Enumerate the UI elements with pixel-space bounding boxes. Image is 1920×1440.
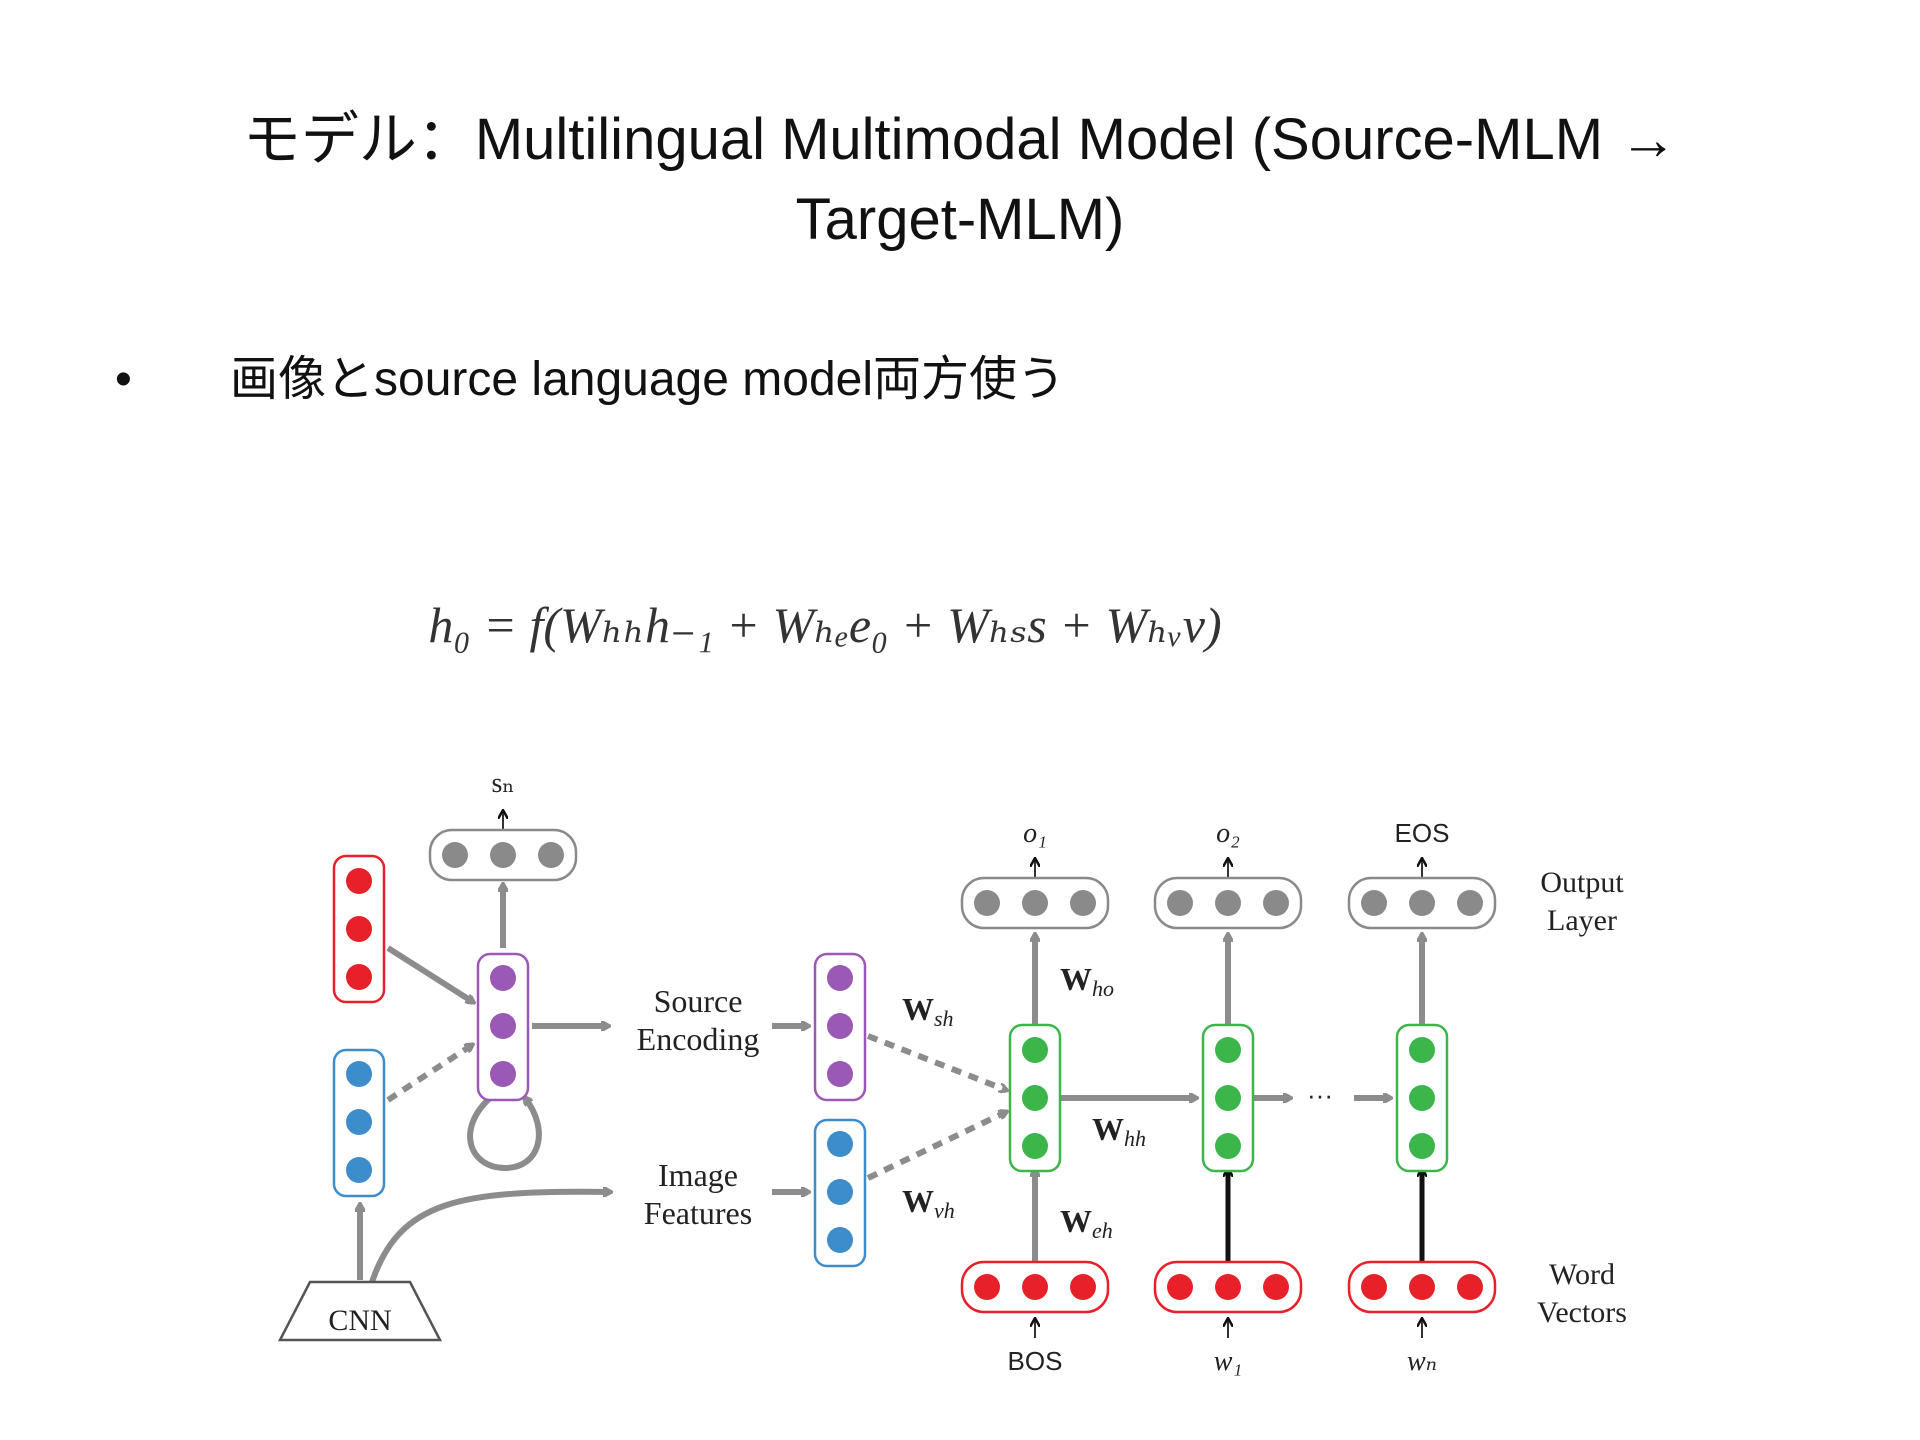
black-arrows — [1228, 1170, 1422, 1262]
label-who: Who — [1060, 961, 1114, 1001]
bullet-symbol: • — [115, 353, 132, 406]
target-hidden-3 — [1395, 1023, 1449, 1173]
source-encoding-column — [813, 952, 867, 1102]
label-eos: EOS — [1395, 818, 1450, 848]
label-who-sub: ho — [1092, 976, 1114, 1001]
cnn-block — [277, 1280, 443, 1342]
label-source-encoding-1: Source — [654, 983, 743, 1019]
label-wvh-main: W — [902, 1183, 934, 1219]
label-bos: BOS — [1008, 1346, 1063, 1376]
arrow-blue-to-purple — [386, 1045, 472, 1103]
label-w1: w₁ — [1214, 1346, 1242, 1377]
label-weh: Weh — [1060, 1203, 1113, 1243]
label-wsh: Wsh — [902, 991, 954, 1031]
label-wvh-sub: vh — [934, 1198, 955, 1223]
equation: h₀ = f(Wₕₕh₋₁ + Wₕₑe₀ + Wₕₛs + Wₕᵥv) — [428, 597, 1221, 653]
arrow-wsh — [866, 1033, 1006, 1090]
label-o2: o₂ — [1216, 818, 1240, 849]
word-vector-1 — [960, 1260, 1110, 1314]
label-who-main: W — [1060, 961, 1092, 997]
label-output-layer-1: Output — [1540, 866, 1624, 899]
label-weh-main: W — [1060, 1203, 1092, 1239]
label-ellipsis: ··· — [1307, 1080, 1333, 1110]
word-vector-2 — [1153, 1260, 1303, 1314]
label-word-vectors-2: Vectors — [1537, 1296, 1627, 1329]
label-whh: Whh — [1092, 1111, 1146, 1151]
source-output-layer — [428, 828, 578, 882]
arrow-cnn-to-image-features — [369, 1192, 610, 1283]
label-word-vectors-1: Word — [1549, 1258, 1615, 1291]
output-layer-3 — [1347, 876, 1497, 930]
label-weh-sub: eh — [1092, 1218, 1113, 1243]
word-vector-3 — [1347, 1260, 1497, 1314]
slide-title: モデル：Multilingual Multimodal Model (Sourc… — [0, 100, 1920, 260]
small-arrows — [503, 812, 1422, 1338]
label-image-features-2: Features — [644, 1195, 752, 1231]
label-whh-main: W — [1092, 1111, 1124, 1147]
slide-title-line1: モデル：Multilingual Multimodal Model (Sourc… — [242, 107, 1678, 172]
output-layer-1 — [960, 876, 1110, 930]
label-wsh-main: W — [902, 991, 934, 1027]
label-image-features-1: Image — [658, 1157, 738, 1193]
target-hidden-1 — [1008, 1023, 1062, 1173]
arrow-wvh — [866, 1112, 1006, 1181]
target-hidden-2 — [1201, 1023, 1255, 1173]
slide-title-line2: Target-MLM) — [795, 187, 1125, 252]
label-wvh: Wvh — [902, 1183, 955, 1223]
label-wn: wₙ — [1407, 1346, 1437, 1377]
output-layer-2 — [1153, 876, 1303, 930]
image-vector-column — [332, 1048, 386, 1198]
source-hidden-column — [476, 952, 530, 1102]
label-output-layer-2: Layer — [1547, 904, 1617, 937]
bullet-text: 画像とsource language model両方使う — [230, 353, 1066, 406]
bullet-item: • 画像とsource language model両方使う — [115, 345, 1065, 415]
arrow-red-to-purple — [386, 945, 473, 1002]
label-sn: sₙ — [491, 768, 514, 799]
label-whh-sub: hh — [1124, 1126, 1146, 1151]
label-wsh-sub: sh — [934, 1006, 954, 1031]
image-features-column — [813, 1118, 867, 1268]
label-source-encoding-2: Encoding — [637, 1021, 760, 1057]
label-o1: o₁ — [1023, 818, 1047, 849]
label-cnn: CNN — [328, 1304, 391, 1337]
arrow-self-loop — [467, 1098, 542, 1172]
arrows — [360, 885, 1422, 1283]
source-word-column — [332, 854, 386, 1004]
